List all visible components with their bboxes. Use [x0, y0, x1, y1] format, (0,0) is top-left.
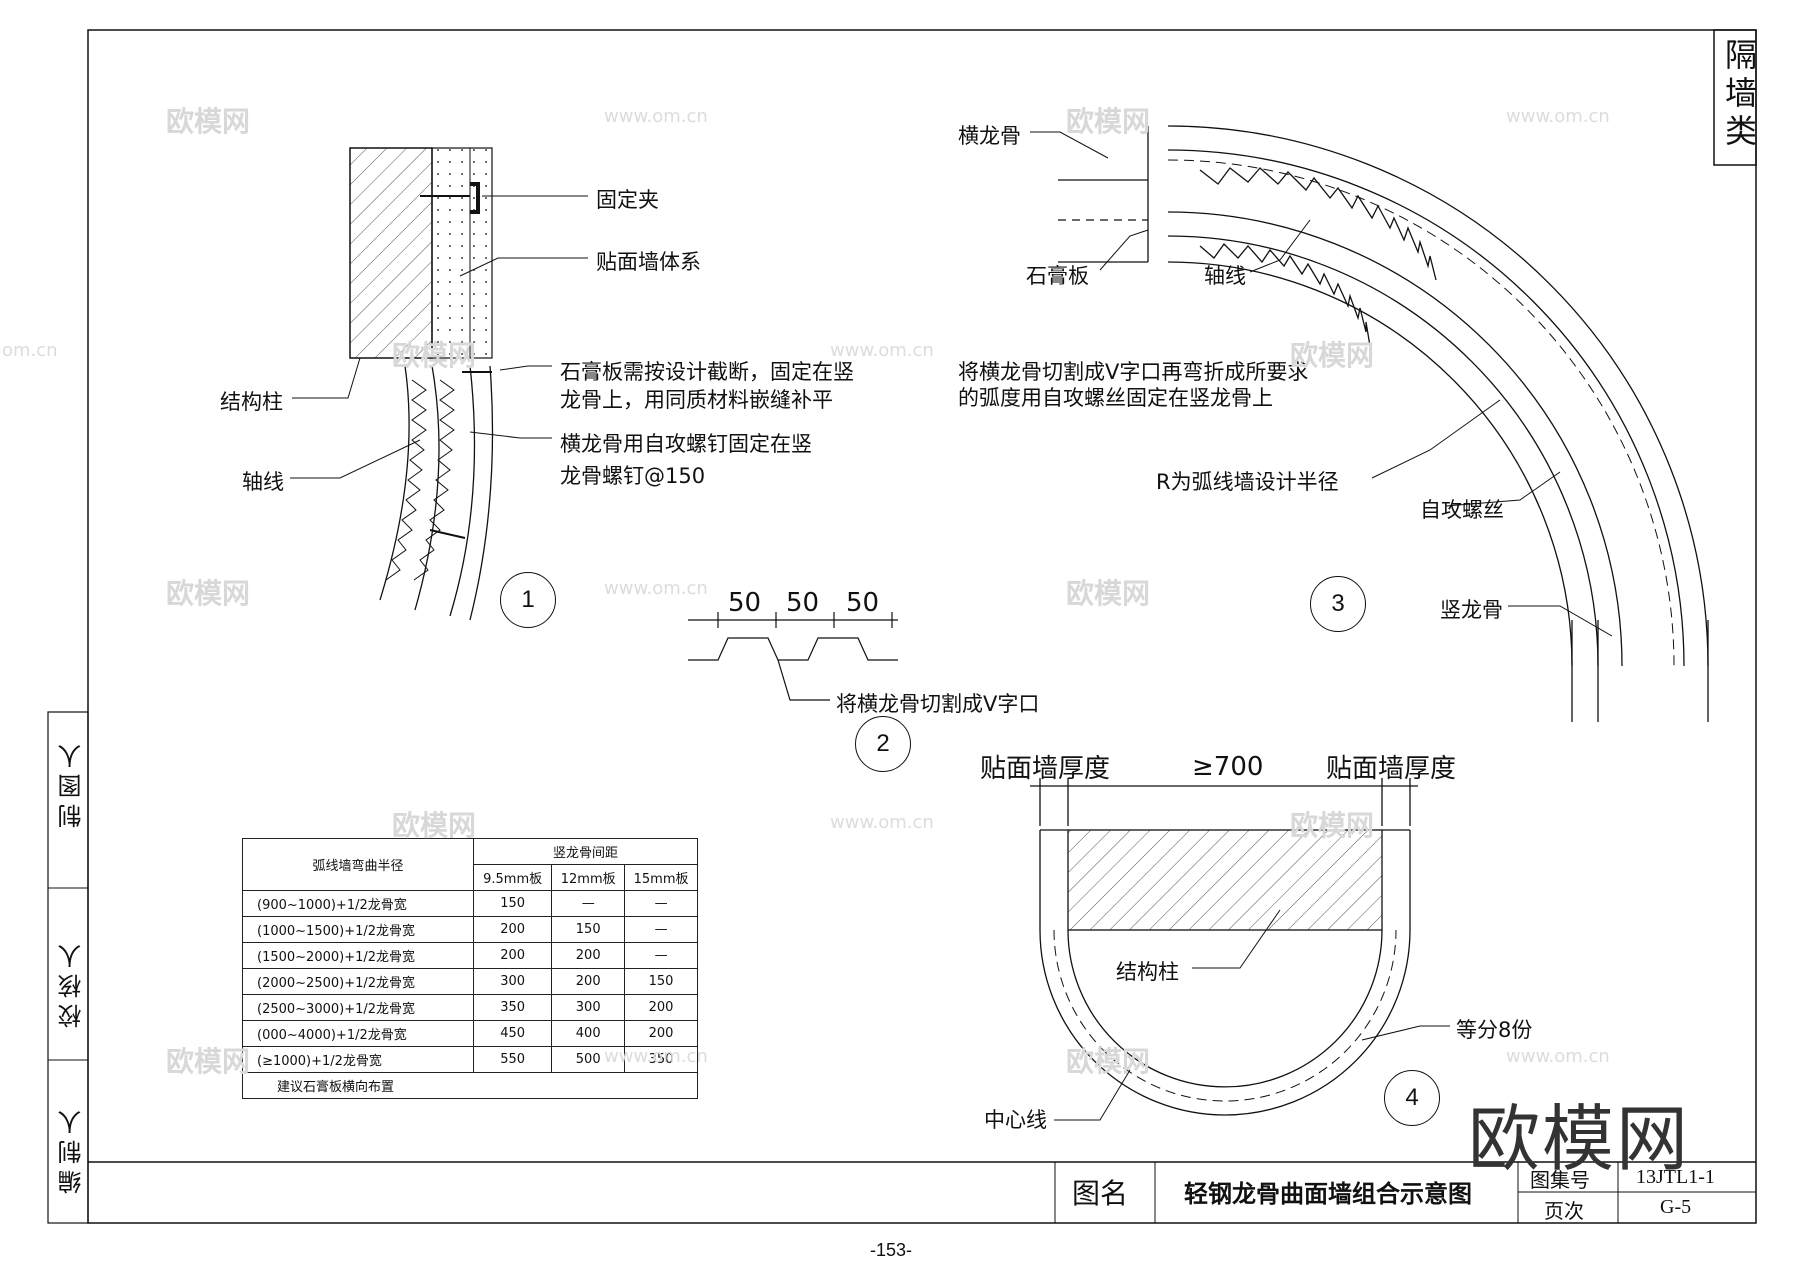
d4-thick-right: 贴面墙厚度	[1326, 754, 1457, 784]
d3-note-2: 的弧度用自攻螺丝固定在竖龙骨上	[958, 386, 1273, 410]
watermark-logo: 欧模网	[166, 1045, 251, 1078]
detail-1-drawing	[349, 147, 494, 621]
atlas-value: 13JTL1-1	[1636, 1166, 1715, 1188]
d3-gypsum-label: 石膏板	[1026, 264, 1089, 288]
detail-2-drawing	[688, 612, 898, 701]
table-subheader: 9.5mm板	[472, 864, 553, 891]
d4-column-label: 结构柱	[1116, 960, 1179, 984]
detail-3-leaders	[1030, 131, 1613, 637]
d1-axis-label: 轴线	[242, 470, 284, 494]
d1-gypsum-note-2: 龙骨上，用同质材料嵌缝补平	[560, 388, 833, 412]
category-label: 隔墙类	[1720, 38, 1758, 152]
side-checker: 校核人	[58, 938, 86, 1028]
d4-dim: ≥700	[1192, 752, 1264, 782]
side-drafter: 制图人	[58, 738, 86, 828]
watermark-url: www.om.cn	[604, 578, 708, 599]
sheet-border	[87, 29, 1757, 1224]
watermark-logo: 欧模网	[1066, 105, 1151, 138]
watermark-url: www.om.cn	[1506, 1046, 1610, 1067]
watermark-logo: 欧模网	[1290, 339, 1375, 372]
d3-radius-label: R为弧线墙设计半径	[1156, 470, 1339, 494]
d3-screw-label: 自攻螺丝	[1420, 498, 1504, 522]
d1-gypsum-note-1: 石膏板需按设计截断，固定在竖	[560, 360, 854, 384]
d3-note-1: 将横龙骨切割成V字口再弯折成所要求	[958, 360, 1309, 384]
watermark-logo: 欧模网	[166, 105, 251, 138]
d3-track-label: 横龙骨	[958, 124, 1021, 148]
d2-dim-1: 50	[728, 588, 762, 618]
watermark-url: om.cn	[2, 340, 58, 361]
watermark-url: www.om.cn	[604, 106, 708, 127]
detail-4-drawing	[1030, 778, 1418, 1116]
d3-stud-label: 竖龙骨	[1440, 598, 1503, 622]
watermark-url: www.om.cn	[604, 1046, 708, 1067]
page-label: 页次	[1544, 1199, 1584, 1223]
category-box	[1713, 29, 1757, 166]
watermark-logo: 欧模网	[392, 809, 477, 842]
d2-dim-3: 50	[846, 588, 880, 618]
page-number: -153-	[870, 1240, 913, 1260]
detail-4-leaders	[1054, 909, 1450, 1121]
table-header-radius: 弧线墙弯曲半径	[242, 838, 474, 891]
watermark-logo: 欧模网	[166, 577, 251, 610]
table-footer: 建议石膏板横向布置	[242, 1072, 698, 1099]
d1-track-note-1: 横龙骨用自攻螺钉固定在竖	[560, 432, 812, 456]
d4-divide-label: 等分8份	[1456, 1018, 1533, 1042]
d1-column-label: 结构柱	[220, 390, 283, 414]
detail-3-number: 3	[1310, 576, 1366, 632]
title-name-label: 图名	[1072, 1177, 1129, 1210]
page-value: G-5	[1660, 1196, 1692, 1218]
table-subheader: 12mm板	[551, 864, 626, 891]
watermark-big-logo: 欧模网	[1468, 1097, 1691, 1181]
stud-spacing-table: 弧线墙弯曲半径 竖龙骨间距 9.5mm板 12mm板 15mm板 (900~10…	[242, 838, 698, 1099]
detail-2-number: 2	[855, 716, 911, 772]
detail-3-drawing	[1058, 125, 1709, 722]
detail-4-number: 4	[1384, 1070, 1440, 1126]
d3-axis-label: 轴线	[1204, 264, 1246, 288]
watermark-url: www.om.cn	[830, 812, 934, 833]
d1-track-note-2: 龙骨螺钉@150	[560, 464, 706, 488]
detail-1-leaders	[290, 195, 588, 479]
watermark-logo: 欧模网	[1066, 1045, 1151, 1078]
d4-center-label: 中心线	[984, 1108, 1047, 1132]
side-block	[47, 711, 89, 1224]
watermark-logo: 欧模网	[392, 339, 477, 372]
drawing-title: 轻钢龙骨曲面墙组合示意图	[1184, 1180, 1472, 1208]
watermark-logo: 欧模网	[1066, 577, 1151, 610]
d1-veneer-label: 贴面墙体系	[596, 250, 701, 274]
d2-dim-2: 50	[786, 588, 820, 618]
table-subheader: 15mm板	[624, 864, 698, 891]
detail-1-number: 1	[500, 572, 556, 628]
side-compiler: 编制人	[58, 1104, 86, 1194]
atlas-label: 图集号	[1530, 1168, 1590, 1192]
d4-thick-left: 贴面墙厚度	[980, 754, 1111, 784]
watermark-url: www.om.cn	[1506, 106, 1610, 127]
d2-note: 将横龙骨切割成V字口	[836, 692, 1040, 716]
d1-clip-label: 固定夹	[596, 188, 659, 212]
watermark-url: www.om.cn	[830, 340, 934, 361]
table-header-spacing: 竖龙骨间距	[473, 838, 698, 865]
watermark-logo: 欧模网	[1290, 809, 1375, 842]
